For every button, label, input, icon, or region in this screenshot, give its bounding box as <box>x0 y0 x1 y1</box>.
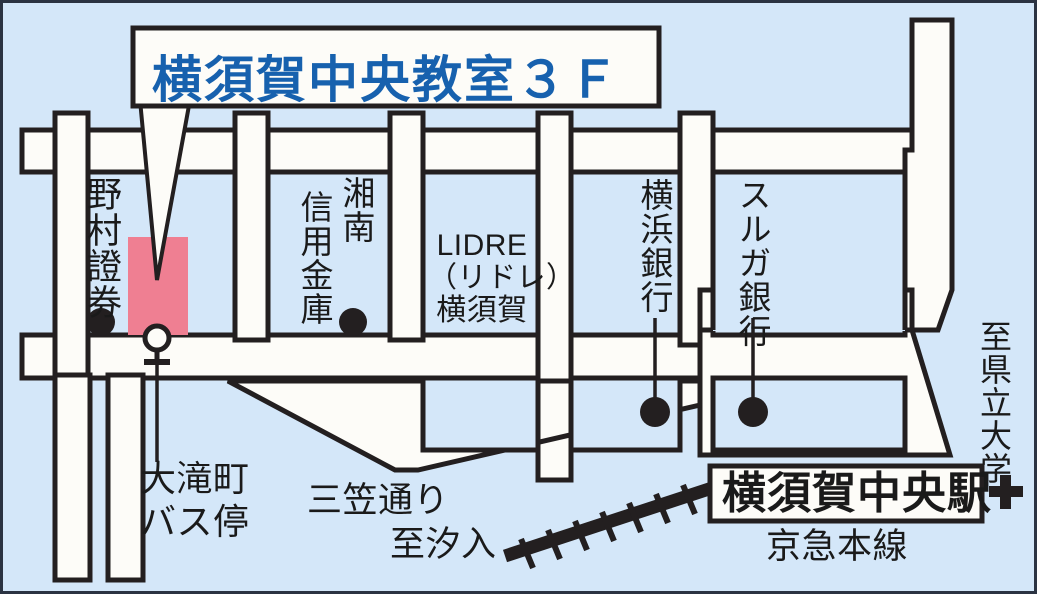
dot-nomura <box>87 308 115 336</box>
dot-yokohama-bank <box>640 397 670 427</box>
building-label-shonan-left: 信用金庫 <box>296 190 333 326</box>
station-cross-icon <box>989 475 1023 509</box>
building-blocks-lower <box>420 330 905 453</box>
callout-box <box>130 25 662 109</box>
railway-ties <box>518 483 698 570</box>
road-vertical-2 <box>232 110 271 343</box>
block-lower-lidre <box>420 375 541 453</box>
road-lower-horizontal <box>19 332 703 381</box>
dot-shonan <box>339 308 367 336</box>
block-suruga <box>710 169 908 338</box>
block-suruga-bottom <box>713 330 905 331</box>
block-yokohama <box>568 169 683 338</box>
building-label-lidre-line3: 横須賀 <box>436 294 528 327</box>
dot-suruga-bank <box>738 397 768 427</box>
road-vertical-3 <box>387 110 426 343</box>
block-lidre <box>420 169 541 338</box>
building-label-yokohama-bank: 横浜銀行 <box>636 178 673 314</box>
direction-label-to-shioiri: 至汐入 <box>390 525 497 564</box>
building-label-nomura: 野村證券 <box>82 176 121 320</box>
railway-label-keikyu: 京急本線 <box>766 527 909 566</box>
station-name-label: 横須賀中央駅 <box>722 469 992 518</box>
road-right-vertical <box>902 17 955 333</box>
location-dot-markers <box>87 308 768 427</box>
building-label-lidre-line2: （リドレ） <box>428 262 576 294</box>
road-vertical-bottom-left-b <box>105 372 146 583</box>
road-label-mikasa-dori: 三笠通り <box>307 481 450 520</box>
building-label-lidre-line1: LIDRE <box>436 229 528 262</box>
building-label-suruga-bank: スルガ銀行 <box>734 178 771 348</box>
block-shonan <box>265 169 393 338</box>
road-vertical-bottom-left-a <box>52 372 93 583</box>
suruga-lower-block <box>710 375 908 453</box>
railway-keikyu-main-line <box>502 481 715 570</box>
building-label-shonan-right: 湘南 <box>338 176 375 244</box>
bus-stop-icon <box>142 323 172 365</box>
landmark-label-bus-stop-line2: バス停 <box>140 501 250 542</box>
direction-label-to-kenritsu-daigaku: 至県立大学 <box>976 320 1012 485</box>
station-name-box <box>707 463 985 524</box>
landmark-label-bus-stop-line1: 大滝町 <box>140 458 250 499</box>
leader-lines <box>155 318 755 462</box>
callout-title: 横須賀中央教室３Ｆ <box>152 52 620 108</box>
